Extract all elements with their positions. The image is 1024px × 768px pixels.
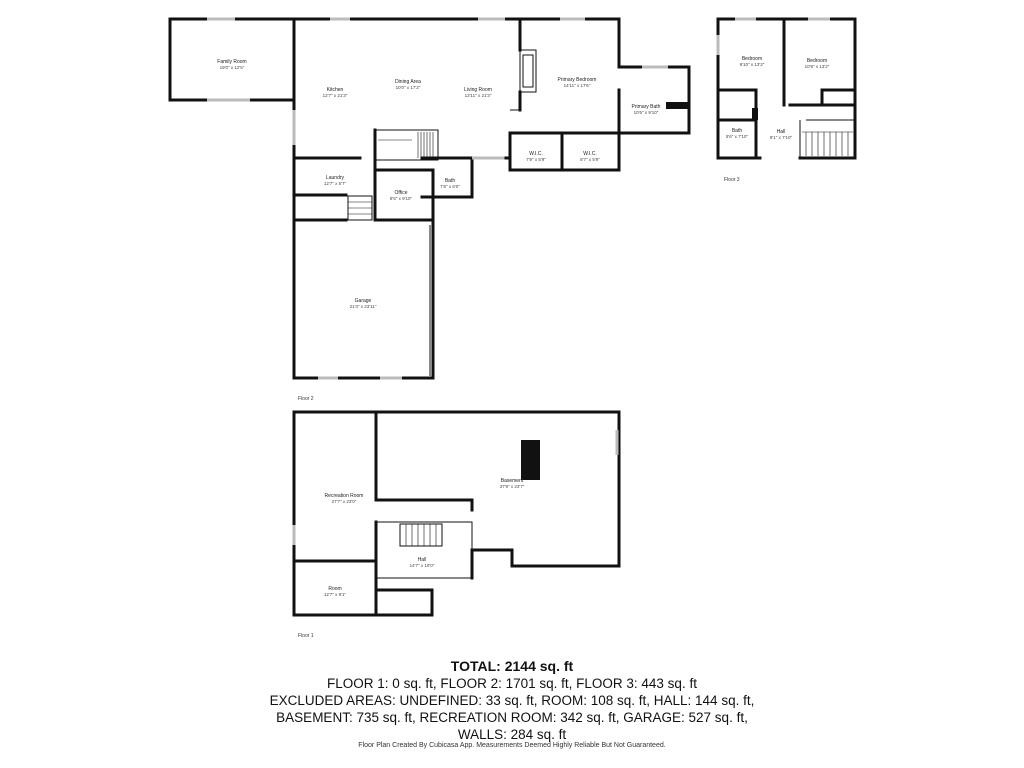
office-dim: 8'5" x 9'10" [390,196,413,201]
area-breakdown: FLOOR 1: 0 sq. ft, FLOOR 2: 1701 sq. ft,… [0,675,1024,743]
area-line-walls: WALLS: 284 sq. ft [457,727,567,742]
bedroom-1-label: Bedroom [742,56,762,62]
basement-label: Basement [501,478,524,484]
bedroom-2-label: Bedroom [807,58,827,64]
area-line-basement: BASEMENT: 735 sq. ft, RECREATION ROOM: 3… [276,710,748,725]
wic-1-label: W.I.C. [529,151,543,157]
bedroom-2-dim: 10'8" x 13'2" [805,64,830,69]
room-f1-label: Room [328,586,341,592]
floor-1-plan [292,410,621,617]
office-label: Office [395,190,408,196]
bath-f3-dim: 5'6" x 7'10" [726,134,749,139]
kitchen-dim: 12'7" x 21'3" [323,93,348,98]
dining-area-label: Dining Area [395,79,421,85]
bath-f2-dim: 7'6" x 6'0" [440,184,460,189]
garage-walls [292,218,435,380]
laundry-label: Laundry [326,175,345,181]
floor-3-label: Floor 3 [724,177,740,183]
living-room-label: Living Room [464,87,492,93]
family-room-label: Family Room [217,59,246,65]
room-f1-dim: 12'7" x 8'1" [324,592,347,597]
area-line-floors: FLOOR 1: 0 sq. ft, FLOOR 2: 1701 sq. ft,… [327,676,697,691]
dining-area-dim: 10'0" x 17'2" [396,85,421,90]
area-line-excluded: EXCLUDED AREAS: UNDEFINED: 33 sq. ft, RO… [269,693,755,708]
laundry-dim: 12'7" x 5'7" [324,181,347,186]
recreation-room-dim: 27'7" x 23'0" [332,499,357,504]
garage-dim: 21'4" x 23'11" [350,304,377,309]
disclaimer-footer: Floor Plan Created By Cubicasa App. Meas… [358,742,666,749]
main-block-top-wall [292,17,621,69]
kitchen-label: Kitchen [327,87,344,93]
floor-2-plan [168,17,691,380]
total-area: TOTAL: 2144 sq. ft [450,658,574,674]
wic-2-dim: 8'7" x 5'9" [580,157,600,162]
bedroom-1-dim: 9'10" x 13'2" [740,62,765,67]
living-room-dim: 12'11" x 21'3" [465,93,492,98]
bath-f3-label: Bath [732,128,743,134]
primary-bedroom-label: Primary Bedroom [558,77,597,83]
primary-bath-label: Primary Bath [632,104,661,110]
hall-f1-dim: 14'7" x 10'0" [410,563,435,568]
family-room-dim: 19'0" x 12'5" [220,65,245,70]
wic-1-dim: 7'9" x 5'9" [526,157,546,162]
primary-bath-walls [617,65,691,135]
primary-bedroom-dim: 14'11" x 17'6" [564,83,591,88]
floor-2-label: Floor 2 [298,396,314,402]
hall-f1-label: Hall [418,557,427,563]
floor-1-label: Floor 1 [298,633,314,639]
floor-3-plan [716,17,857,160]
hall-f3-dim: 8'1" x 7'10" [770,135,793,140]
hall-f3-label: Hall [777,129,786,135]
basement-dim: 37'9" x 23'7" [500,484,525,489]
garage-label: Garage [355,298,372,304]
bath-f2-label: Bath [445,178,456,184]
recreation-room-label: Recreation Room [325,493,364,499]
primary-bath-dim: 10'6" x 9'10" [634,110,659,115]
wic-2-label: W.I.C. [583,151,597,157]
floor-plan-drawing: Family Room 19'0" x 12'5" Kitchen 12'7" … [168,17,857,639]
